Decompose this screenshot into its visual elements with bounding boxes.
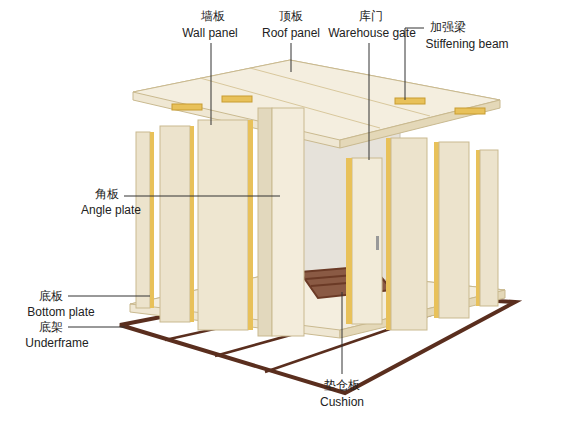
- part-label: 墙板: [201, 9, 225, 23]
- part-label: Warehouse gate: [328, 26, 416, 40]
- part-label: 加强梁: [430, 20, 466, 34]
- part-label: Angle plate: [81, 203, 141, 217]
- part-label: 底板: [39, 289, 63, 303]
- part-label: 顶板: [279, 9, 303, 23]
- part-label: Underframe: [25, 336, 88, 350]
- stiffening-beam: [172, 96, 485, 114]
- part-label: Wall panel: [182, 26, 238, 40]
- part-label: Cushion: [320, 395, 364, 409]
- wall-panels-right: [386, 138, 498, 330]
- part-label: Stiffening beam: [425, 37, 508, 51]
- part-label: 角板: [95, 187, 119, 201]
- part-label: Bottom plate: [27, 305, 94, 319]
- leader-lines: [68, 28, 424, 374]
- warehouse-gate: [346, 158, 382, 324]
- part-label: 底架: [39, 320, 63, 334]
- part-label: 垫仓板: [324, 378, 360, 392]
- angle-plate: [258, 108, 304, 336]
- part-label: 库门: [359, 9, 383, 23]
- wall-panels: [136, 120, 253, 330]
- part-label: Roof panel: [262, 26, 320, 40]
